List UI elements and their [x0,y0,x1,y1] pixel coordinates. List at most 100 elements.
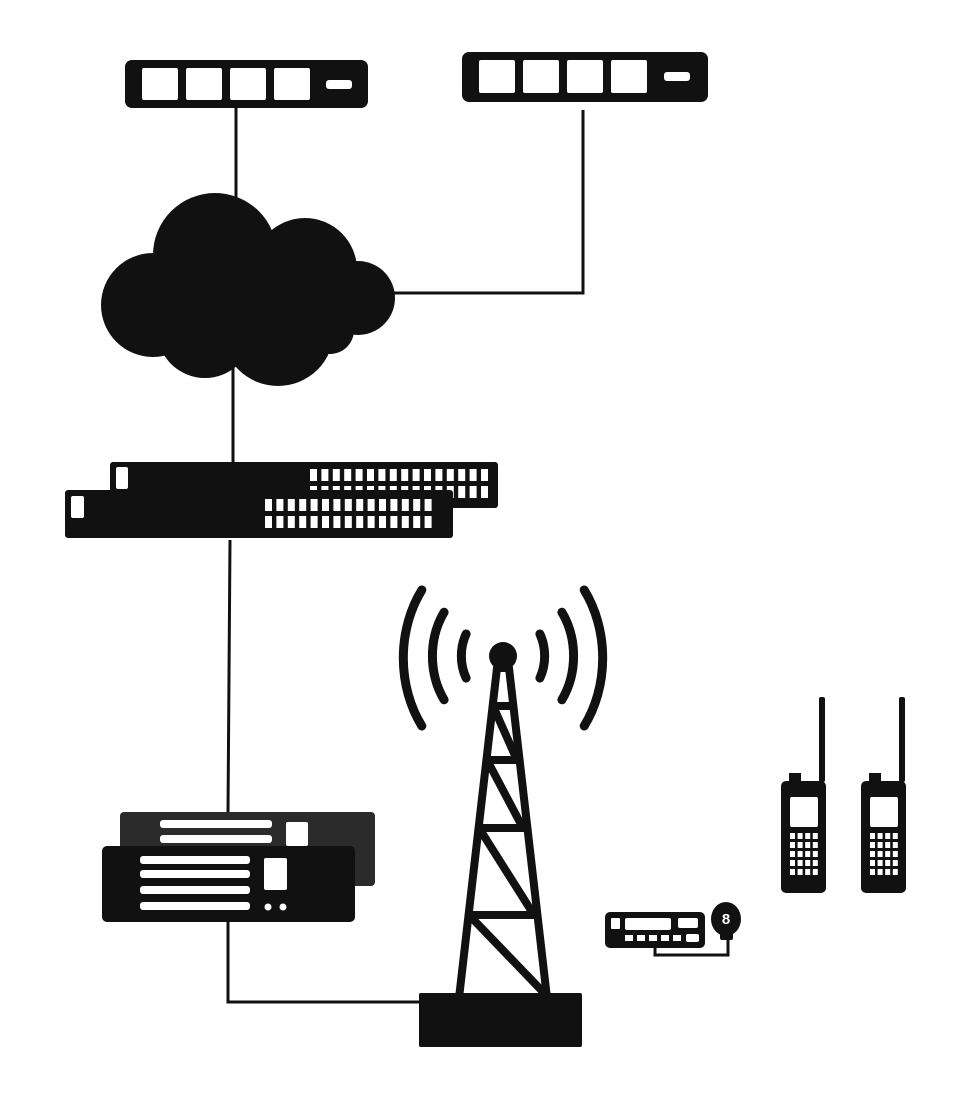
port-slot [378,469,386,481]
port-slot [877,869,883,875]
port-slot [412,469,420,481]
port-slot [885,860,891,866]
port-slot [877,842,883,848]
port-slot [322,499,329,511]
port-slot [885,833,891,839]
link-server-tower [226,922,420,1004]
port-slot [797,833,803,839]
port-slot [265,499,272,511]
port-slot [413,516,421,528]
network-gateway-icon [125,60,368,108]
port-slot [390,499,398,511]
signal-waves-icon [398,585,608,731]
port-slot [276,499,284,511]
port-slot [321,469,329,481]
port-slot [344,499,352,511]
port-slot [333,499,341,511]
port-slot [885,851,891,857]
port-slot [367,516,375,528]
port-slot [892,860,898,866]
port-slot [790,833,795,839]
port-slot [367,469,374,481]
port-slot [424,516,432,528]
port-slot [805,860,811,866]
port-slot [401,469,409,481]
rack-server-icon [102,812,375,922]
port-slot [870,833,875,839]
port-slot [870,869,875,875]
port-slot [413,499,421,511]
port-slot [790,851,795,857]
port-slot [344,516,352,528]
port-slot [885,869,891,875]
port-slot [322,516,329,528]
port-slot [276,516,284,528]
cloud-icon [101,193,395,386]
port-slot [790,869,795,875]
radio-tower-icon [398,585,608,1047]
port-slot [287,516,295,528]
port-slot [367,499,375,511]
network-switch-icon [65,462,498,538]
connection-lines [226,108,585,1004]
mobile-radio-icon: 8 [605,902,741,957]
port-slot [310,516,318,528]
port-slot [877,851,883,857]
port-slot [797,851,803,857]
port-slot [344,469,352,481]
port-slot [481,469,488,481]
port-slot [805,869,811,875]
port-slot [892,851,898,857]
port-slot [790,842,795,848]
port-slot [812,833,818,839]
port-slot [333,516,341,528]
port-slot [805,842,811,848]
port-slot [790,860,795,866]
port-slot [332,469,340,481]
port-slot [458,486,466,498]
port-slot [287,499,295,511]
port-slot [401,516,409,528]
link-gateway-right-cloud [392,110,585,295]
port-slot [446,469,454,481]
port-slot [356,499,364,511]
port-slot [797,860,803,866]
port-slot [469,469,477,481]
port-slot [310,469,317,481]
port-slot [481,486,488,498]
port-slot [805,833,811,839]
port-slot [458,469,466,481]
port-slot [401,499,409,511]
port-slot [870,860,875,866]
port-slot [469,486,477,498]
port-slot [389,469,397,481]
port-slot [379,516,386,528]
port-slot [356,516,364,528]
port-slot [299,516,307,528]
port-slot [812,842,818,848]
port-slot [424,469,431,481]
mic-label: 8 [722,911,730,928]
walkie-talkie-icon [781,697,826,893]
link-switch-server [226,539,232,813]
port-slot [870,842,875,848]
port-slot [424,499,432,511]
port-slot [885,842,891,848]
network-gateway-icon [462,52,708,102]
port-slot [797,869,803,875]
port-slot [892,833,898,839]
port-slot [812,869,818,875]
port-slot [892,869,898,875]
port-slot [379,499,386,511]
port-slot [299,499,307,511]
port-slot [877,833,883,839]
port-slot [310,499,318,511]
port-slot [797,842,803,848]
port-slot [355,469,363,481]
port-slot [265,516,272,528]
port-slot [812,851,818,857]
walkie-talkie-icon [861,697,906,893]
port-slot [870,851,875,857]
port-slot [390,516,398,528]
